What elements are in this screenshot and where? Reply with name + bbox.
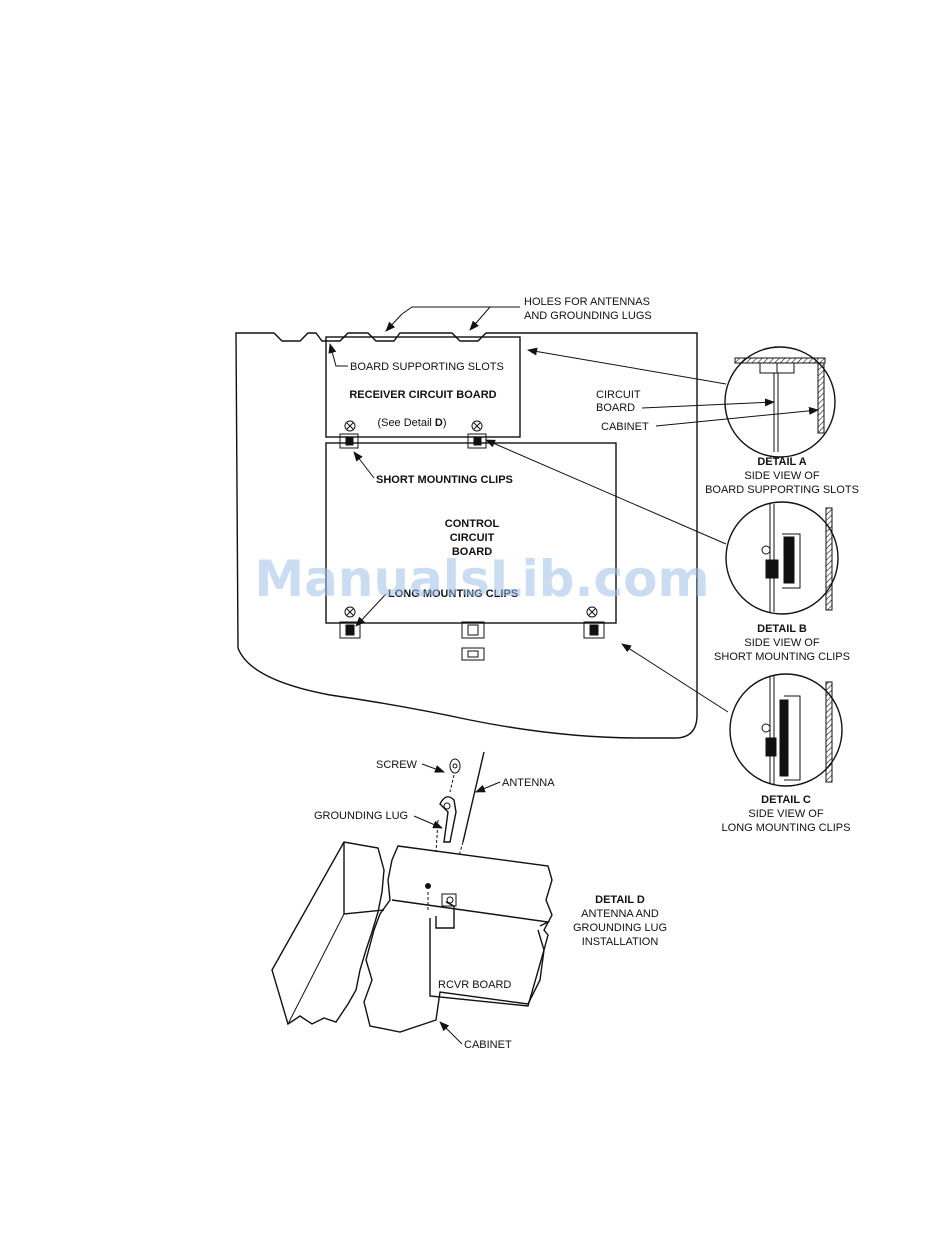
detail-a-line1: SIDE VIEW OF bbox=[744, 470, 819, 482]
board-slots-label: BOARD SUPPORTING SLOTS bbox=[350, 361, 504, 373]
screw-part-icon bbox=[449, 758, 461, 793]
detail-d-title: DETAIL D bbox=[595, 894, 645, 906]
cabinet-outline bbox=[235, 332, 698, 739]
cabinet-shelf bbox=[391, 899, 551, 927]
short-clip-right bbox=[467, 433, 487, 449]
cabinet-label: CABINET bbox=[601, 421, 649, 433]
detail-a-circle bbox=[724, 346, 836, 458]
circuit-board-label-line1: CIRCUIT bbox=[596, 389, 641, 401]
antenna-label: ANTENNA bbox=[502, 777, 555, 789]
holes-label-line2: AND GROUNDING LUGS bbox=[524, 310, 652, 322]
long-clip-left bbox=[339, 621, 361, 639]
holes-label-line1: HOLES FOR ANTENNAS bbox=[524, 296, 650, 308]
detail-a-line2: BOARD SUPPORTING SLOTS bbox=[705, 484, 859, 496]
detail-d-clip-icon bbox=[425, 883, 457, 929]
watermark: ManualsLib.com bbox=[254, 550, 709, 608]
detail-d-line1: ANTENNA AND bbox=[581, 908, 659, 920]
rcvr-board-piece bbox=[429, 918, 545, 1007]
detail-c-line2: LONG MOUNTING CLIPS bbox=[722, 822, 851, 834]
long-clips-arrow bbox=[355, 593, 387, 627]
screw-icon bbox=[344, 606, 356, 618]
screw-icon bbox=[344, 420, 356, 432]
screw-arrow bbox=[421, 763, 445, 773]
short-clip-left bbox=[339, 433, 359, 449]
grounding-lug-icon bbox=[435, 796, 457, 853]
circuit-board-label-line2: BOARD bbox=[596, 402, 635, 414]
detail-c-line1: SIDE VIEW OF bbox=[748, 808, 823, 820]
detail-b-line2: SHORT MOUNTING CLIPS bbox=[714, 651, 850, 663]
detail-b-title: DETAIL B bbox=[757, 623, 807, 635]
holes-leader bbox=[401, 306, 520, 315]
control-label-line3: BOARD bbox=[452, 546, 492, 558]
receiver-board-label: RECEIVER CIRCUIT BOARD bbox=[349, 389, 496, 401]
control-label-line2: CIRCUIT bbox=[450, 532, 495, 544]
antenna-arrow bbox=[475, 781, 501, 793]
detail-c-title: DETAIL C bbox=[761, 794, 811, 806]
detail-d-line2: GROUNDING LUG bbox=[573, 922, 667, 934]
cabinet-bottom-label: CABINET bbox=[464, 1039, 512, 1051]
short-clips-arrow bbox=[353, 451, 375, 479]
holes-arrow-2 bbox=[469, 306, 491, 331]
cabinet-arrow bbox=[655, 406, 819, 427]
screw-label: SCREW bbox=[376, 759, 418, 771]
holes-arrow-1 bbox=[385, 313, 403, 332]
detail-a-pointer bbox=[527, 347, 727, 385]
circuit-board-arrow bbox=[641, 398, 775, 409]
screw-icon bbox=[586, 606, 598, 618]
detail-a-title: DETAIL A bbox=[757, 456, 806, 468]
cabinet-wall-left-top bbox=[343, 842, 385, 915]
see-detail-label: (See Detail D) bbox=[377, 417, 446, 429]
control-label-line1: CONTROL bbox=[445, 518, 500, 530]
long-clip-right bbox=[583, 621, 605, 639]
antenna-wire bbox=[458, 751, 485, 857]
receiver-board-outline bbox=[325, 336, 521, 438]
grounding-lug-label: GROUNDING LUG bbox=[314, 810, 408, 822]
detail-c-pointer bbox=[621, 643, 729, 713]
detail-b-circle bbox=[725, 501, 839, 615]
detail-b-line1: SIDE VIEW OF bbox=[744, 637, 819, 649]
long-clips-label: LONG MOUNTING CLIPS bbox=[388, 588, 518, 600]
control-board-outline bbox=[325, 442, 617, 624]
rcvr-board-label: RCVR BOARD bbox=[438, 979, 511, 991]
detail-b-pointer bbox=[485, 439, 727, 545]
cabinet-bottom-arrow bbox=[439, 1021, 463, 1045]
detail-c-circle bbox=[729, 673, 843, 787]
detail-d-line3: INSTALLATION bbox=[582, 936, 659, 948]
long-clip-center bbox=[461, 621, 485, 661]
cabinet-wall-left bbox=[271, 841, 385, 1026]
cabinet-wall-edge bbox=[287, 913, 345, 1025]
cabinet-main bbox=[363, 845, 553, 1033]
short-clips-label: SHORT MOUNTING CLIPS bbox=[376, 474, 513, 486]
screw-icon bbox=[471, 420, 483, 432]
board-slots-arrow bbox=[328, 343, 348, 367]
